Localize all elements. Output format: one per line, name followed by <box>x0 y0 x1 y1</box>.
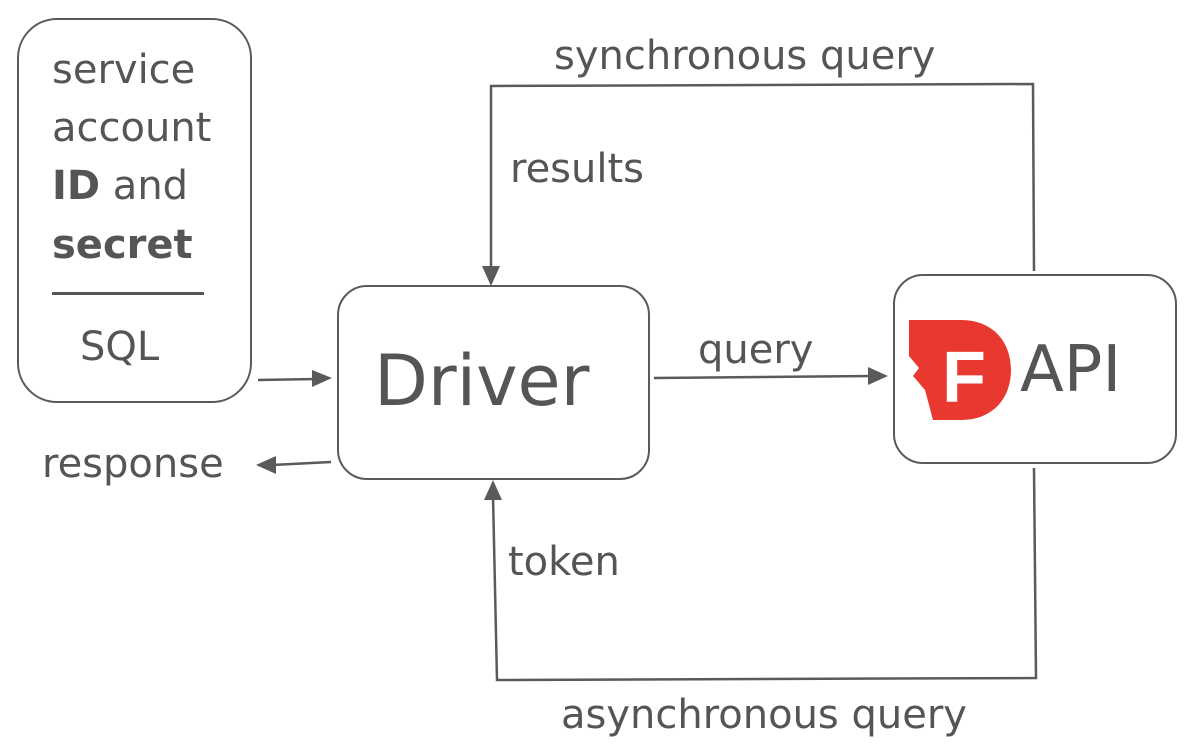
input-divider <box>52 292 204 295</box>
asynchronous-query-label: asynchronous query <box>561 692 967 738</box>
driver-to-api-arrow <box>653 374 873 380</box>
async-arrowhead <box>484 480 502 500</box>
id-bold-text: ID <box>52 163 101 209</box>
input-arrowhead <box>312 370 332 387</box>
driver-label: Driver <box>374 340 590 422</box>
input-line-id: ID and <box>52 166 188 206</box>
logo-letter: F <box>942 338 986 418</box>
query-arrowhead <box>868 367 888 385</box>
input-line-secret: secret <box>52 222 193 268</box>
api-box <box>893 274 1177 464</box>
token-label: token <box>508 539 620 585</box>
async-query-connector <box>491 467 1038 682</box>
sync-arrowhead <box>482 266 500 286</box>
driver-to-response-arrow <box>271 460 332 467</box>
response-arrowhead <box>256 456 276 474</box>
input-to-driver-arrow <box>257 377 317 382</box>
input-line-account: account <box>52 105 212 151</box>
response-label: response <box>42 441 224 487</box>
input-box <box>17 18 252 403</box>
input-line-service: service <box>52 47 196 93</box>
query-label: query <box>698 327 814 373</box>
firebolt-logo-icon: F <box>909 320 1011 420</box>
results-label: results <box>510 146 645 192</box>
input-line-sql: SQL <box>80 324 160 370</box>
driver-box <box>337 285 650 480</box>
synchronous-query-label: synchronous query <box>554 33 936 79</box>
api-label: API <box>1020 333 1122 407</box>
and-text: and <box>100 163 189 209</box>
sync-query-connector <box>489 82 1036 272</box>
